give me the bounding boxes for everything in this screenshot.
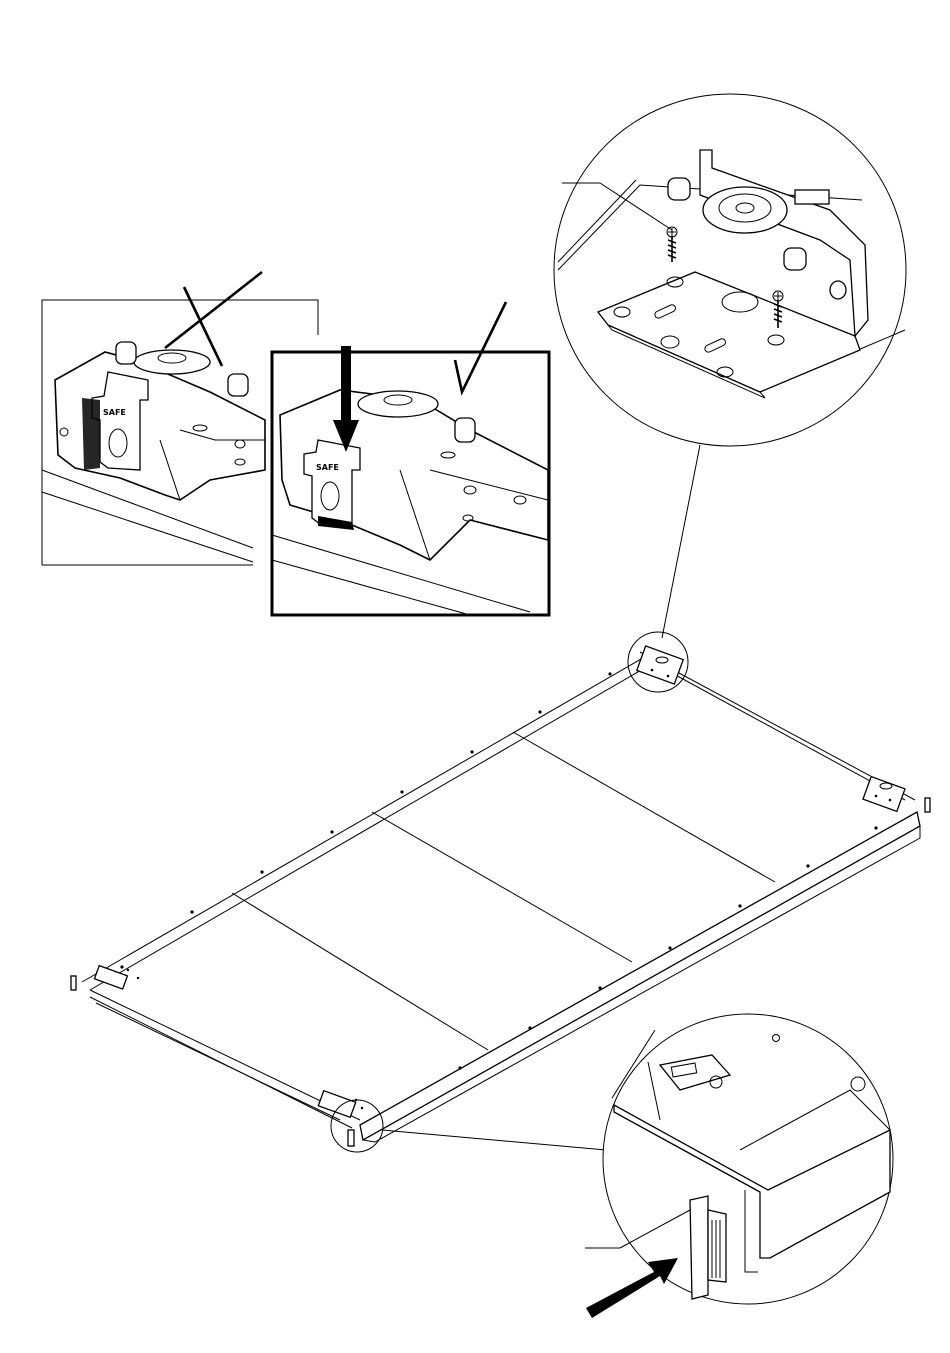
top-roller-bracket: [637, 646, 683, 684]
stopper-stamp-correct: SAFE: [316, 463, 339, 472]
end-cap: [71, 976, 76, 990]
left-end-bracket: [94, 966, 139, 989]
end-cap-detail-circle: [585, 1014, 893, 1304]
correct-installation-inset: SAFE: [272, 352, 549, 615]
right-roller-bracket: [863, 777, 905, 812]
stopper-stamp: SAFE: [103, 408, 126, 417]
rail-holes: [120, 672, 877, 1069]
roller-detail-circle: [554, 94, 906, 446]
end-cap: [348, 1130, 354, 1146]
push-arrow-icon: [586, 1258, 678, 1318]
end-cap: [925, 798, 930, 812]
